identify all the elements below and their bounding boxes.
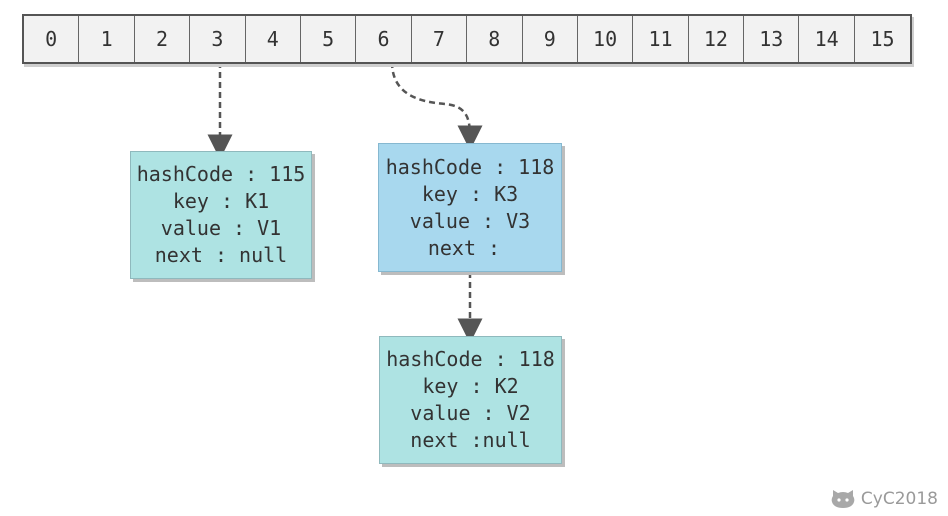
node-key: key : K3	[421, 181, 519, 206]
arrow-bucket6-to-k3	[390, 61, 483, 151]
node-hashcode: hashCode : 118	[386, 347, 555, 371]
bucket-12: 12	[689, 16, 745, 62]
bucket-9: 9	[523, 16, 578, 62]
bucket-13: 13	[744, 16, 800, 62]
watermark-text: CyC2018	[860, 489, 938, 509]
node-key: key : K1	[172, 189, 270, 213]
entry-node-k3: hashCode : 118 key : K3 value : V3 next …	[378, 143, 562, 272]
node-value: value : V2	[410, 401, 531, 425]
bucket-4: 4	[246, 16, 301, 62]
bucket-7: 7	[412, 16, 468, 62]
bucket-15: 15	[870, 27, 895, 51]
bucket-5: 5	[301, 16, 357, 62]
bucket-10: 10	[578, 16, 634, 62]
bucket-8: 8	[467, 16, 523, 62]
bucket-11: 11	[633, 16, 689, 62]
node-next: next : null	[154, 243, 288, 267]
bucket-0: 0	[24, 16, 80, 62]
github-octocat-icon	[831, 490, 855, 508]
bucket-14: 14	[799, 16, 855, 62]
bucket-6: 6	[356, 16, 412, 62]
entry-node-k2: hashCode : 118 key : K2 value : V2 next …	[379, 336, 562, 464]
node-next: next :	[427, 235, 513, 260]
node-key: key : K2	[422, 374, 519, 398]
bucket-1: 1	[79, 16, 135, 62]
entry-node-k1: hashCode : 115 key : K1 value : V1 next …	[130, 151, 312, 279]
bucket-2: 2	[135, 16, 191, 62]
node-next: next :null	[410, 428, 531, 452]
node-value: value : V3	[409, 208, 531, 233]
bucket-3: 3	[190, 16, 246, 62]
watermark: CyC2018	[830, 488, 938, 510]
node-value: value : V1	[160, 216, 282, 240]
bucket-array: 0 1 2 3 4 5 6 7 8 9 10 11 12 13 14 15	[22, 14, 913, 64]
node-hashcode: hashCode : 115	[136, 162, 306, 186]
node-hashcode: hashCode : 118	[385, 154, 555, 179]
